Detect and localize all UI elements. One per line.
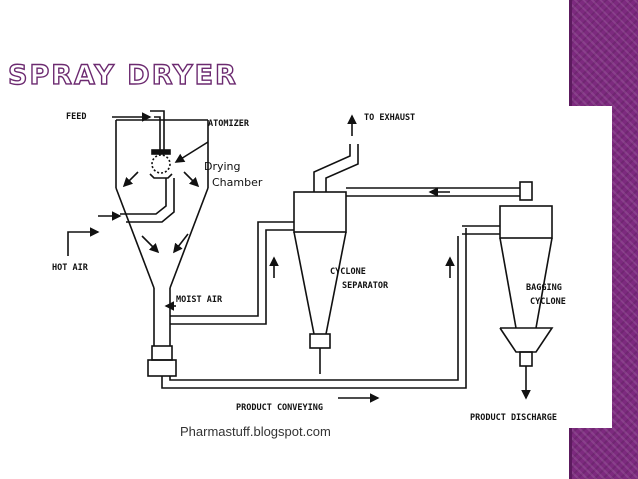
product-conveying-duct [161, 228, 467, 403]
moist-air-duct [164, 221, 294, 325]
label-feed: FEED [66, 112, 86, 122]
label-separator: SEPARATOR [342, 281, 389, 291]
label-drying: Drying [204, 160, 241, 173]
slide-title: SPRAY DRYER [7, 59, 238, 91]
label-product-discharge: PRODUCT DISCHARGE [470, 413, 557, 423]
diagram-svg: FEED ATOMIZER Drying Chamber TO EXHAUST … [52, 110, 566, 423]
label-bagging-cyclone: CYCLONE [530, 297, 566, 307]
cyclone-separator [293, 144, 455, 374]
spray-arrows [122, 171, 200, 254]
top-return-duct [346, 181, 533, 201]
label-atomizer: ATOMIZER [208, 119, 250, 129]
label-to-exhaust: TO EXHAUST [364, 113, 415, 123]
label-moist-air: MOIST AIR [176, 295, 223, 305]
drying-chamber [115, 119, 209, 377]
bagging-cyclone [462, 205, 554, 400]
label-product-conveying: PRODUCT CONVEYING [236, 403, 323, 413]
atomizer [149, 141, 209, 179]
label-cyclone: CYCLONE [330, 267, 366, 277]
hot-air-inlet [67, 178, 175, 256]
feed-line [112, 110, 165, 150]
label-bagging: BAGGING [526, 283, 562, 293]
watermark-text: Pharmastuff.blogspot.com [180, 424, 331, 439]
label-hot-air: HOT AIR [52, 263, 89, 273]
spray-dryer-diagram: FEED ATOMIZER Drying Chamber TO EXHAUST … [38, 106, 612, 428]
label-chamber: Chamber [212, 176, 263, 189]
